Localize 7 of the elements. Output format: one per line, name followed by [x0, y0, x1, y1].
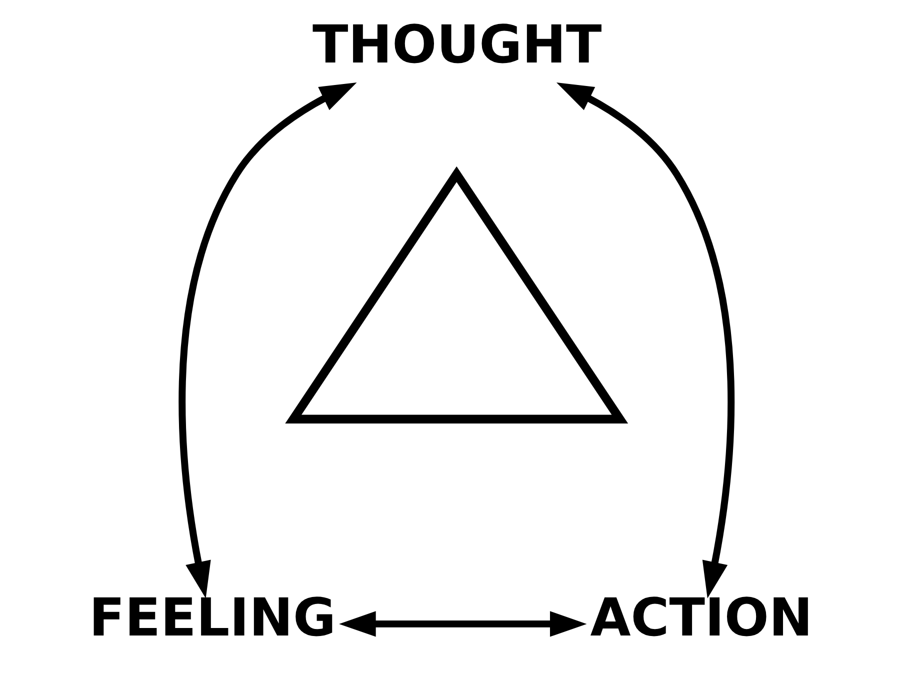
- node-text: THOUGHT: [312, 14, 602, 76]
- node-text: FEELING: [88, 587, 336, 648]
- node-triangle: [284, 166, 628, 424]
- node-text: ACTION: [590, 587, 812, 648]
- arrow: [556, 82, 734, 598]
- arrow: [178, 82, 356, 598]
- arrow: [338, 611, 586, 637]
